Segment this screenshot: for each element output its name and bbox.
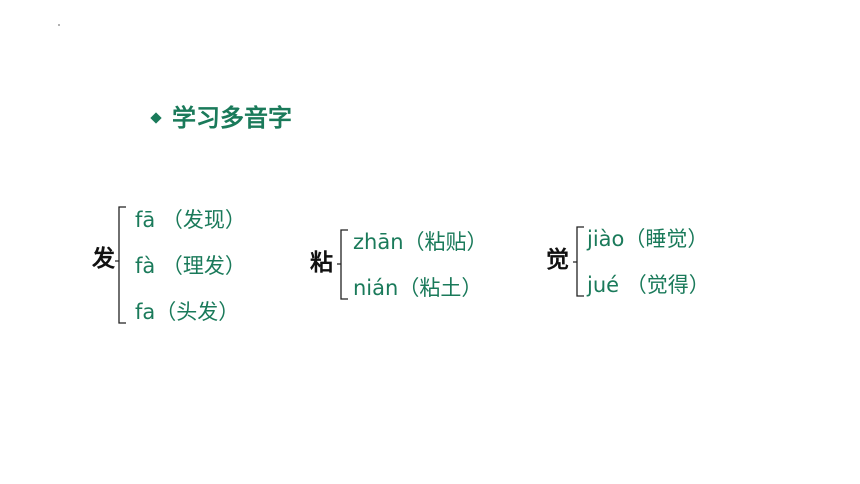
reading-item: fa（头发） [135,300,240,324]
polyphone-group-zhan: 粘 zhān（粘贴） nián（粘土） [308,225,518,305]
reading-item: jiào（睡觉） [587,227,709,251]
brace-bracket [573,226,584,297]
reading-item: zhān（粘贴） [353,230,488,254]
polyphone-character: 粘 [310,250,333,276]
diamond-icon [150,112,162,124]
polyphone-character: 发 [92,246,115,272]
corner-dot [58,24,60,26]
heading-title: 学习多音字 [172,104,292,132]
section-heading: 学习多音字 [150,100,292,136]
reading-item: jué （觉得） [587,273,710,297]
reading-item: fà （理发） [135,254,246,278]
brace-bracket [115,206,126,324]
polyphone-group-fa: 发 fā （发现） fà （理发） fa（头发） [90,200,290,330]
polyphone-group-jiao: 觉 jiào（睡觉） jué （觉得） [544,222,754,302]
polyphone-character: 觉 [546,247,569,273]
reading-item: fā （发现） [135,208,246,232]
reading-item: nián（粘土） [353,276,483,300]
brace-bracket [337,229,348,300]
